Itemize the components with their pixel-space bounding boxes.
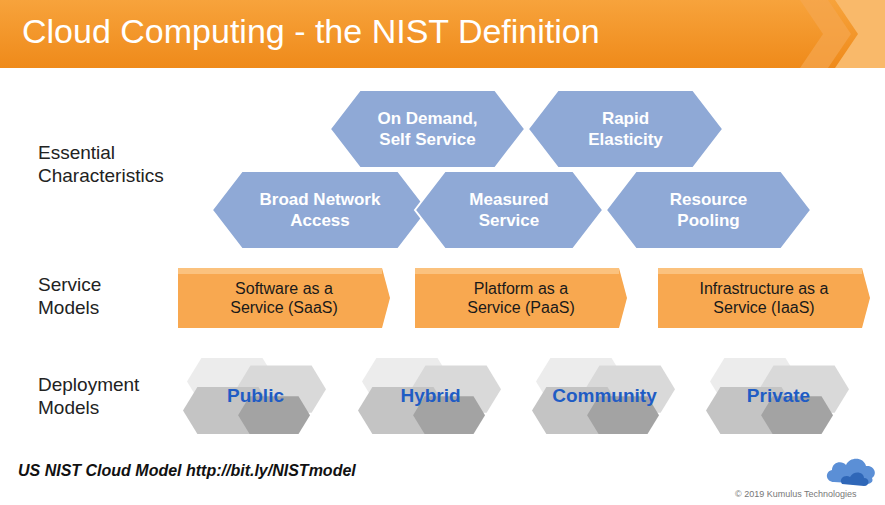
title-holder: Cloud Computing - the NIST Definition — [22, 12, 600, 51]
cloud-hex-cluster — [706, 358, 849, 434]
node-outline — [415, 171, 603, 249]
characteristic-label: Measured Service — [462, 189, 557, 232]
hexagon-shape — [212, 171, 428, 249]
deployment-cloud: Public — [183, 358, 328, 434]
service-label: Software as a Service (SaaS) — [210, 279, 358, 317]
text-stack: Rapid Elasticity — [576, 108, 676, 151]
characteristic-hexagon: Resource Pooling — [606, 171, 811, 249]
text-stack: Platform as a Service (PaaS) — [447, 279, 595, 317]
characteristic-hexagon: Measured Service — [415, 171, 603, 249]
logo-cloud — [827, 459, 875, 486]
node-outline — [606, 171, 811, 249]
text-stack: Community — [552, 385, 657, 407]
text-stack: Public — [227, 385, 284, 407]
deployment-cloud: Community — [532, 358, 677, 434]
label-holder: Essential Characteristics — [38, 142, 188, 188]
characteristic-label: On Demand, Self Service — [365, 108, 490, 151]
caption: US NIST Cloud Model http://bit.ly/NISTmo… — [18, 462, 356, 480]
node-outline — [330, 90, 525, 168]
cloud-hex-cluster — [532, 358, 675, 434]
text-stack: Broad Network Access — [245, 189, 395, 232]
hexagon-shape — [606, 171, 811, 249]
deployment-label: Public — [227, 385, 284, 407]
service-shape — [658, 268, 870, 328]
text-stack: On Demand, Self Service — [365, 108, 490, 151]
characteristic-label: Resource Pooling — [659, 189, 759, 232]
service-model-box: Software as a Service (SaaS) — [178, 268, 390, 328]
characteristic-hexagon: On Demand, Self Service — [330, 90, 525, 168]
service-shape — [415, 268, 627, 328]
cloud-hex-cluster — [358, 358, 501, 434]
row-label: Service Models — [38, 274, 138, 320]
caption-holder: US NIST Cloud Model http://bit.ly/NISTmo… — [18, 462, 356, 480]
service-model-box: Infrastructure as a Service (IaaS) — [658, 268, 870, 328]
node-outline — [178, 268, 390, 328]
hexagon-shape — [415, 171, 603, 249]
title-bar — [0, 0, 885, 68]
service-label: Infrastructure as a Service (IaaS) — [690, 279, 838, 317]
title-chevron — [800, 0, 851, 68]
row-label: Deployment Models — [38, 374, 158, 420]
node-outline — [212, 171, 428, 249]
characteristic-label: Rapid Elasticity — [576, 108, 676, 151]
cloud-hex-cluster — [183, 358, 326, 434]
text-stack: Measured Service — [462, 189, 557, 232]
label-holder: © 2019 Kumulus Technologies — [735, 489, 883, 500]
characteristic-label: Broad Network Access — [245, 189, 395, 232]
text-stack: Software as a Service (SaaS) — [210, 279, 358, 317]
hexagon-shape — [528, 90, 723, 168]
deployment-cloud: Hybrid — [358, 358, 503, 434]
characteristic-hexagon: Rapid Elasticity — [528, 90, 723, 168]
node-outline — [528, 90, 723, 168]
text-stack: Resource Pooling — [659, 189, 759, 232]
deployment-label: Private — [747, 385, 810, 407]
hexagon-shape — [330, 90, 525, 168]
deployment-label: Community — [552, 385, 657, 407]
row-label: Essential Characteristics — [38, 142, 188, 188]
label-holder: Deployment Models — [38, 374, 158, 420]
characteristic-hexagon: Broad Network Access — [212, 171, 428, 249]
service-label: Platform as a Service (PaaS) — [447, 279, 595, 317]
label-holder: Service Models — [38, 274, 138, 320]
node-outline — [415, 268, 627, 328]
node-outline — [658, 268, 870, 328]
service-shape — [178, 268, 390, 328]
deployment-cloud: Private — [706, 358, 851, 434]
copyright-watermark: © 2019 Kumulus Technologies — [735, 489, 883, 500]
deployment-label: Hybrid — [400, 385, 460, 407]
text-stack: Private — [747, 385, 810, 407]
service-model-box: Platform as a Service (PaaS) — [415, 268, 627, 328]
title: Cloud Computing - the NIST Definition — [22, 12, 600, 51]
text-stack: Hybrid — [400, 385, 460, 407]
text-stack: Infrastructure as a Service (IaaS) — [690, 279, 838, 317]
